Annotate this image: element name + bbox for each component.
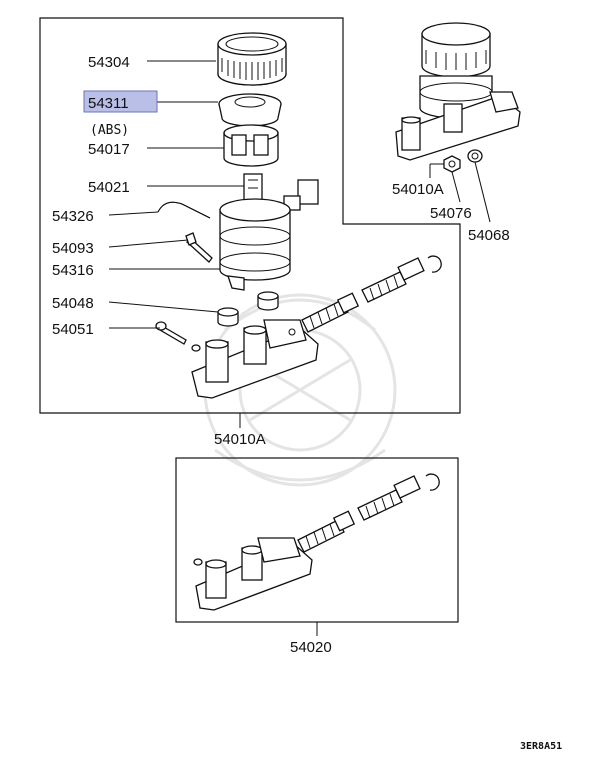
master-cylinder-body-part[interactable]	[191, 319, 319, 399]
label-54316[interactable]: 54316	[52, 262, 94, 279]
secondary-piston-assembly-part[interactable]	[297, 473, 440, 553]
label-54326[interactable]: 54326	[52, 208, 94, 225]
selected-part-highlight	[83, 90, 158, 113]
top-washer-part[interactable]	[467, 149, 483, 163]
bolt-part[interactable]	[185, 232, 213, 263]
label-54311[interactable]: 54311	[88, 95, 129, 112]
label-abs-note: (ABS)	[90, 123, 129, 138]
piston-assembly-part[interactable]	[301, 255, 442, 333]
diagram-code: 3ER8A51	[520, 741, 562, 752]
main-assembly-frame	[39, 17, 461, 414]
label-54021[interactable]: 54021	[88, 179, 130, 196]
label-54020[interactable]: 54020	[290, 639, 332, 656]
label-54010a-main[interactable]: 54010A	[214, 431, 266, 448]
screw-part[interactable]	[155, 321, 201, 352]
label-54093[interactable]: 54093	[52, 240, 94, 257]
label-54076[interactable]: 54076	[430, 205, 472, 222]
assembled-cylinder-part[interactable]	[395, 22, 521, 161]
secondary-cylinder-body-part[interactable]	[193, 537, 313, 611]
grommet-part[interactable]	[217, 291, 279, 327]
top-nut-part[interactable]	[443, 155, 461, 173]
label-54010a-top[interactable]: 54010A	[392, 181, 444, 198]
reservoir-seal-part[interactable]	[218, 93, 282, 127]
label-54048[interactable]: 54048	[52, 295, 94, 312]
label-54068[interactable]: 54068	[468, 227, 510, 244]
level-sensor-part[interactable]	[243, 173, 263, 201]
label-54017[interactable]: 54017	[88, 141, 130, 158]
leader-lines	[108, 60, 491, 636]
reservoir-tank-part[interactable]	[219, 198, 291, 291]
float-part[interactable]	[223, 124, 279, 167]
label-54304[interactable]: 54304	[88, 54, 130, 71]
reservoir-cap-part[interactable]	[217, 32, 287, 86]
label-54051[interactable]: 54051	[52, 321, 94, 338]
